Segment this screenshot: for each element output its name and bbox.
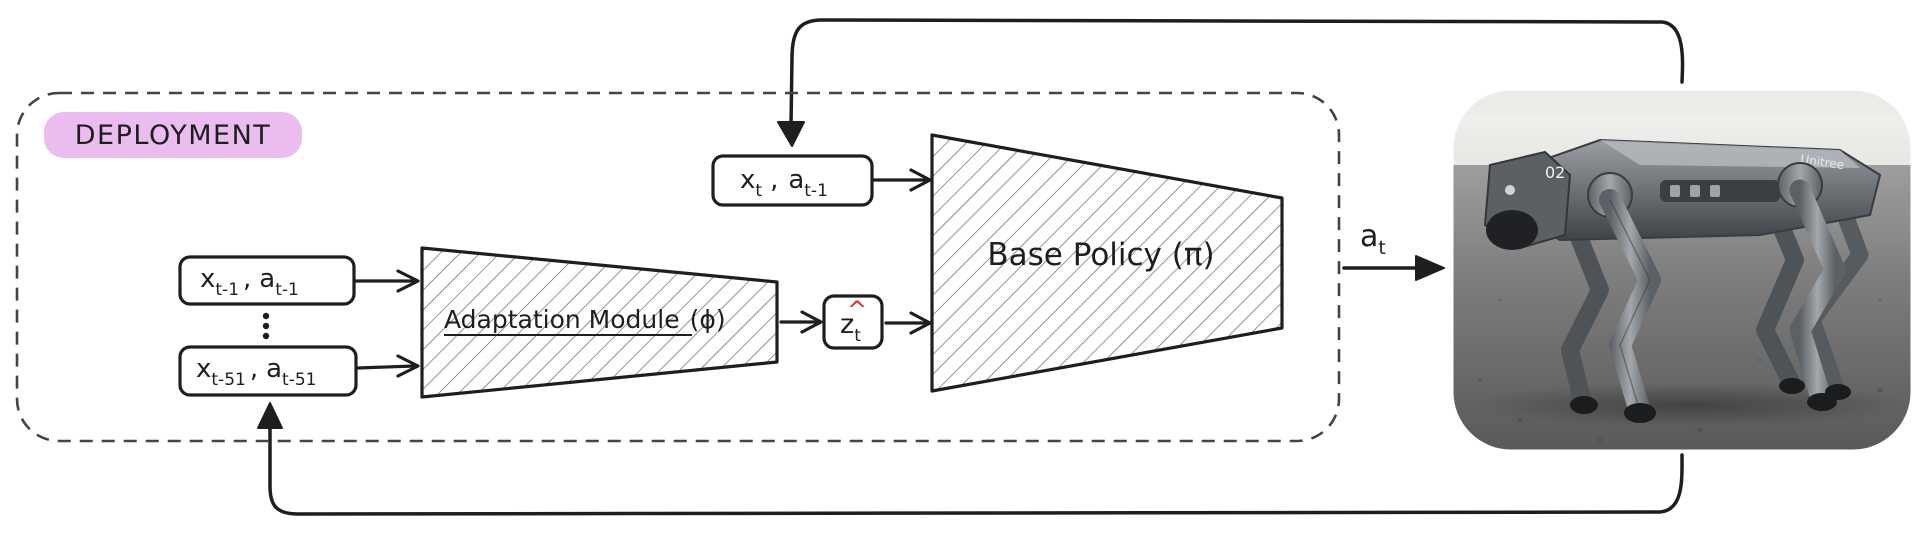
history-top-text: xt-1,at-1: [200, 264, 299, 300]
robot-photo: 02 Unitree: [1453, 90, 1911, 450]
ellipsis-dot-3: [262, 332, 270, 340]
latent-box: [822, 294, 884, 350]
ellipsis-dot-2: [262, 322, 270, 330]
robot-badge-number: 02: [1545, 163, 1565, 182]
history-bottom-text: xt-51,at-51: [196, 354, 316, 390]
feedback-arrow-top: [789, 18, 1685, 128]
base-policy-label: Base Policy (π): [987, 237, 1214, 273]
ellipsis-dot-1: [262, 312, 270, 320]
latent-text: zt: [840, 309, 861, 346]
deployment-label: DEPLOYMENT: [75, 120, 272, 151]
feedback-arrowhead-bottom: [257, 402, 283, 429]
action-label: at: [1360, 219, 1386, 259]
arrow-history-bottom-to-adaptation: [356, 364, 416, 370]
feedback-arrow-bottom: [268, 418, 1684, 516]
history-bottom-box: [178, 345, 358, 397]
current-input-box: [711, 154, 874, 207]
history-top-box: [178, 255, 356, 306]
current-input-text: xt,at-1: [740, 165, 828, 201]
latent-hat: ^: [847, 296, 867, 324]
adaptation-module-block: [420, 246, 779, 399]
adaptation-module-label: Adaptation Module(ϕ): [444, 305, 726, 334]
feedback-arrowhead-top: [777, 121, 805, 147]
action-arrowhead: [1415, 255, 1445, 281]
base-policy-block: [930, 133, 1284, 393]
robot-photo-frame: [1452, 89, 1912, 451]
deployment-label-highlight: [44, 112, 302, 158]
deployment-frame: [15, 91, 1341, 443]
